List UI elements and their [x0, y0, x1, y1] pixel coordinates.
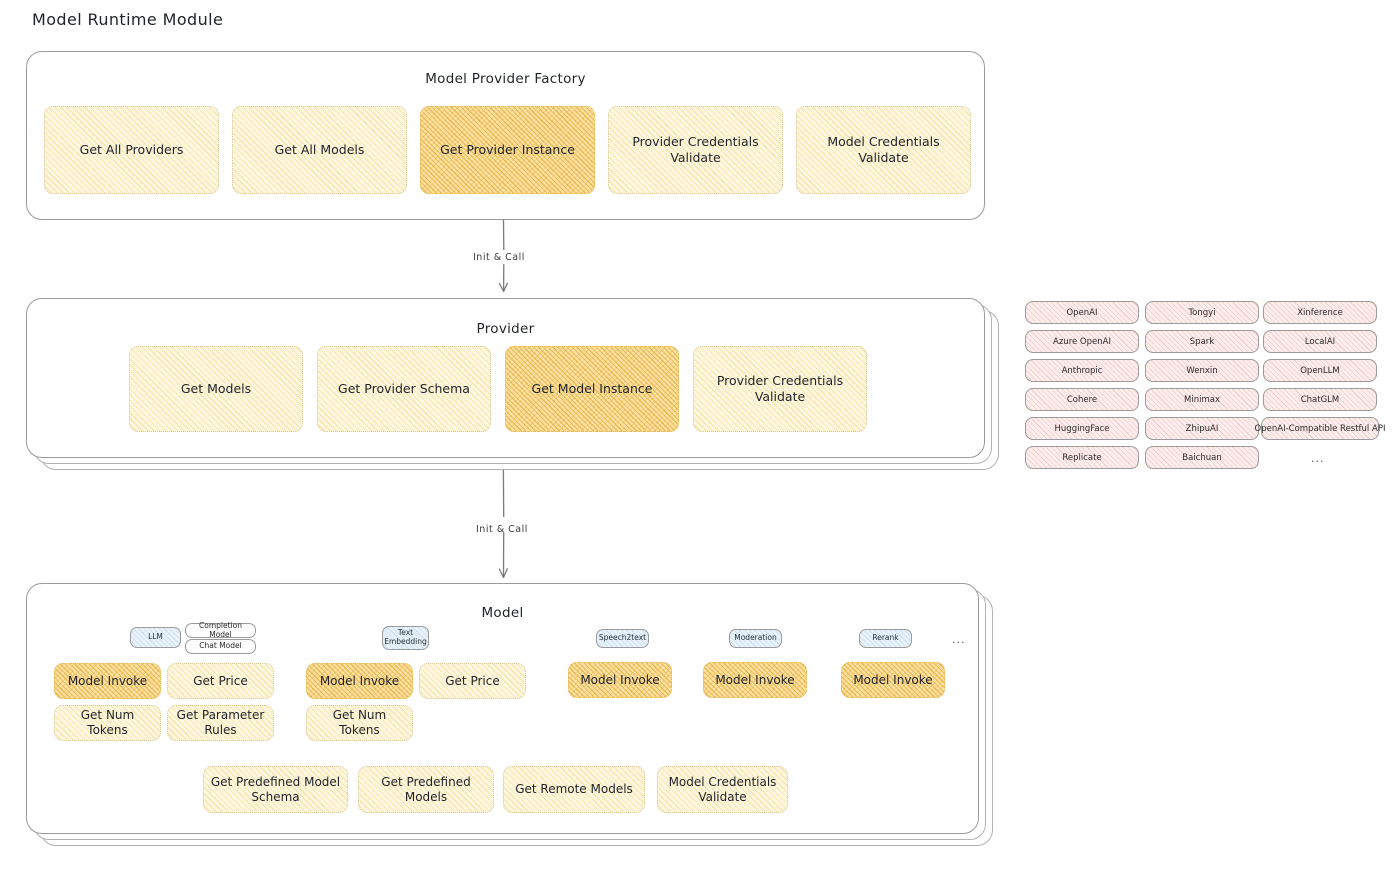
- factory-box-model-credentials-validate[interactable]: Model Credentials Validate: [796, 106, 971, 194]
- provider-chip-tongyi[interactable]: Tongyi: [1145, 301, 1259, 324]
- provider-chip-cohere[interactable]: Cohere: [1025, 388, 1139, 411]
- panel-title-model: Model: [481, 605, 524, 621]
- llm-method-model-invoke[interactable]: Model Invoke: [54, 663, 161, 699]
- panel-title-provider: Provider: [476, 321, 535, 337]
- provider-box-get-model-instance[interactable]: Get Model Instance: [505, 346, 679, 432]
- rerank-method-model-invoke[interactable]: Model Invoke: [841, 662, 945, 698]
- provider-chip-xinference[interactable]: Xinference: [1263, 301, 1377, 324]
- provider-chip-anthropic[interactable]: Anthropic: [1025, 359, 1139, 382]
- model-type-badge-rerank[interactable]: Rerank: [859, 629, 912, 648]
- llm-method-get-parameter-rules[interactable]: Get Parameter Rules: [167, 705, 274, 741]
- page-title: Model Runtime Module: [32, 10, 224, 29]
- provider-chip-openai[interactable]: OpenAI: [1025, 301, 1139, 324]
- model-common-method-model-credentials-validate[interactable]: Model Credentials Validate: [657, 766, 788, 813]
- moderation-method-model-invoke[interactable]: Model Invoke: [703, 662, 807, 698]
- provider-chip-baichuan[interactable]: Baichuan: [1145, 446, 1259, 469]
- provider-chip-localai[interactable]: LocalAI: [1263, 330, 1377, 353]
- llm-method-get-num-tokens[interactable]: Get Num Tokens: [54, 705, 161, 741]
- provider-chip-chatglm[interactable]: ChatGLM: [1263, 388, 1377, 411]
- panel-model: Model: [26, 583, 979, 834]
- provider-box-provider-credentials-validate[interactable]: Provider Credentials Validate: [693, 346, 867, 432]
- model-common-method-get-predefined-models[interactable]: Get Predefined Models: [358, 766, 494, 813]
- provider-chip-minimax[interactable]: Minimax: [1145, 388, 1259, 411]
- arrow-label-init-and-call-1: Init & Call: [473, 252, 525, 263]
- provider-chip-spark[interactable]: Spark: [1145, 330, 1259, 353]
- provider-chip-openai-compatible-restful-api[interactable]: OpenAI-Compatible Restful API: [1255, 417, 1385, 440]
- model-types-more-ellipsis: ...: [952, 633, 966, 646]
- provider-chip-openllm[interactable]: OpenLLM: [1263, 359, 1377, 382]
- model-subtype-badge-chat-model[interactable]: Chat Model: [185, 639, 256, 654]
- model-type-badge-speech2text[interactable]: Speech2text: [596, 629, 649, 648]
- provider-chip-replicate[interactable]: Replicate: [1025, 446, 1139, 469]
- text-embedding-method-model-invoke[interactable]: Model Invoke: [306, 663, 413, 699]
- speech2text-method-model-invoke[interactable]: Model Invoke: [568, 662, 672, 698]
- provider-list-more-ellipsis: ...: [1311, 452, 1325, 465]
- text-embedding-method-get-num-tokens[interactable]: Get Num Tokens: [306, 705, 413, 741]
- provider-chip-wenxin[interactable]: Wenxin: [1145, 359, 1259, 382]
- arrow-factory-to-provider: [498, 219, 509, 293]
- provider-box-get-provider-schema[interactable]: Get Provider Schema: [317, 346, 491, 432]
- model-type-badge-moderation[interactable]: Moderation: [729, 629, 782, 648]
- factory-box-provider-credentials-validate[interactable]: Provider Credentials Validate: [608, 106, 783, 194]
- provider-chip-azure-openai[interactable]: Azure OpenAI: [1025, 330, 1139, 353]
- panel-title-factory: Model Provider Factory: [425, 71, 586, 87]
- model-common-method-get-remote-models[interactable]: Get Remote Models: [503, 766, 645, 813]
- text-embedding-method-get-price[interactable]: Get Price: [419, 663, 526, 699]
- llm-method-get-price[interactable]: Get Price: [167, 663, 274, 699]
- factory-box-get-all-providers[interactable]: Get All Providers: [44, 106, 219, 194]
- model-common-method-get-predefined-model-schema[interactable]: Get Predefined Model Schema: [203, 766, 348, 813]
- model-type-badge-text-embedding[interactable]: Text Embedding: [382, 626, 429, 650]
- factory-box-get-all-models[interactable]: Get All Models: [232, 106, 407, 194]
- arrow-provider-to-model: [498, 469, 508, 579]
- model-subtype-badge-completion-model[interactable]: Completion Model: [185, 621, 256, 638]
- provider-chip-huggingface[interactable]: HuggingFace: [1025, 417, 1139, 440]
- provider-box-get-models[interactable]: Get Models: [129, 346, 303, 432]
- provider-chip-zhipuai[interactable]: ZhipuAI: [1145, 417, 1259, 440]
- factory-box-get-provider-instance[interactable]: Get Provider Instance: [420, 106, 595, 194]
- model-type-badge-llm[interactable]: LLM: [130, 627, 181, 648]
- arrow-label-init-and-call-2: Init & Call: [476, 524, 528, 535]
